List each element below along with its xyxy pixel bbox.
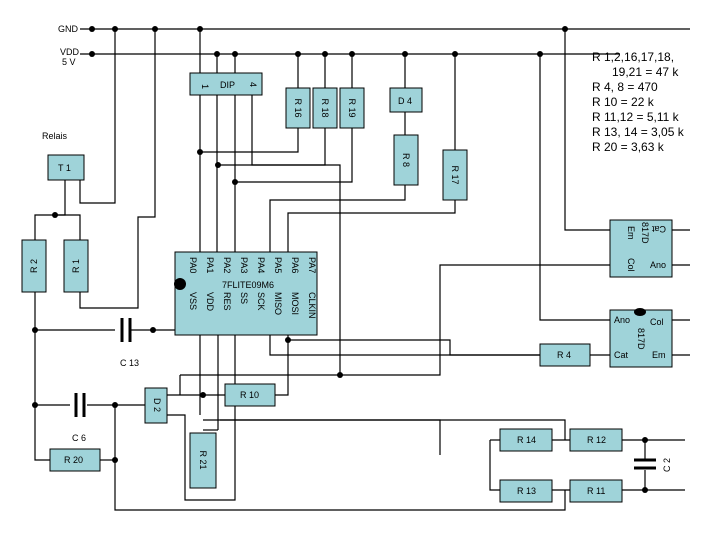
r16-label: R 16: [293, 98, 303, 117]
vdd-label: VDD: [60, 47, 80, 57]
gnd-label: GND: [58, 24, 79, 34]
r13-label: R 13: [517, 486, 536, 496]
optocoupler-1-labels: Cat 817D Em Col Ano: [626, 222, 666, 272]
legend-line-6: R 13, 14 = 3,05 k: [592, 125, 684, 139]
resistor-r1-box: [63, 239, 89, 293]
mcu-pin-pa2: PA2: [222, 257, 232, 273]
r4-label: R 4: [557, 350, 571, 360]
mcu-pin-pa1: PA1: [205, 257, 215, 273]
resistor-r12-box: [569, 428, 623, 452]
c6-label: C 6: [72, 433, 86, 443]
resistor-r4-box: [539, 343, 591, 367]
resistor-r21-box: [189, 432, 217, 489]
opto1-ano: Ano: [650, 260, 666, 270]
opto2-em: Em: [652, 350, 666, 360]
r11-label: R 11: [587, 486, 605, 496]
legend-line-1: R 1,2,16,17,18,: [592, 50, 675, 64]
junction-dots: [32, 26, 648, 493]
vdd-value-label: 5 V: [62, 57, 76, 67]
opto2-part: 817D: [636, 328, 646, 350]
r21-label: R 21: [198, 450, 208, 469]
mcu-pin-pa0: PA0: [188, 257, 198, 273]
r12-label: R 12: [587, 435, 606, 445]
legend-line-3: R 4, 8 = 470: [592, 80, 658, 94]
legend-line-5: R 11,12 = 5,11 k: [592, 110, 679, 124]
c2-label: C 2: [662, 458, 672, 472]
dip-label: DIP: [220, 80, 235, 90]
mcu-pin-sck: SCK: [256, 292, 266, 311]
opto2-cat: Cat: [614, 350, 629, 360]
d2-label: D 2: [152, 398, 162, 412]
r8-label: R 8: [401, 153, 411, 167]
mcu-pin-vss: VSS: [188, 292, 198, 310]
r19-label: R 19: [347, 98, 357, 117]
mcu-pin-clkin: CLKIN: [307, 292, 317, 319]
resistor-r18-box: [312, 87, 338, 129]
capacitor-c6: [74, 393, 86, 417]
mcu-pin-ss: SS: [239, 292, 249, 304]
resistor-r10-box: [224, 383, 276, 407]
resistor-legend: R 1,2,16,17,18, 19,21 = 47 k R 4, 8 = 47…: [592, 50, 684, 155]
capacitor-c13: [120, 318, 132, 342]
mcu-pin-pa7: PA7: [307, 257, 317, 273]
resistor-r11-box: [569, 479, 623, 503]
mcu-pin-mosi: MOSI: [290, 292, 300, 315]
r18-label: R 18: [320, 98, 330, 117]
mcu-name: 7FLITE09M6: [222, 280, 274, 290]
wires: [34, 28, 690, 511]
resistor-r19-box: [339, 87, 365, 129]
resistor-r16-box: [285, 87, 311, 129]
r2-label: R 2: [29, 259, 39, 273]
r14-label: R 14: [517, 435, 536, 445]
mcu-pin-pa6: PA6: [290, 257, 300, 273]
transistor-t1-box: [47, 154, 85, 181]
opto2-col: Col: [650, 317, 664, 327]
dip-pin4-label: 4: [248, 82, 258, 87]
optocoupler-2-marker: [634, 308, 646, 316]
opto1-em: Em: [626, 226, 636, 240]
opto1-part: 817D: [640, 222, 650, 244]
resistor-r20-box: [49, 448, 101, 472]
mcu-bottom-pins: VSS VDD RES SS SCK MISO MOSI CLKIN: [188, 292, 317, 319]
diode-d2-box: [144, 387, 168, 424]
legend-line-2: 19,21 = 47 k: [612, 65, 679, 79]
optocoupler-1-box: [609, 219, 673, 278]
optocoupler-2-box: [609, 309, 673, 368]
dip-pin1-label: 1: [200, 84, 210, 89]
opto1-col: Col: [626, 258, 636, 272]
mcu-top-pins: PA0 PA1 PA2 PA3 PA4 PA5 PA6 PA7: [188, 257, 317, 273]
r17-label: R 17: [450, 165, 460, 184]
mcu-pin-pa4: PA4: [256, 257, 266, 273]
dip-switch-box: [189, 72, 263, 96]
resistor-r13-box: [499, 479, 553, 503]
resistor-r2-box: [21, 239, 47, 293]
legend-line-7: R 20 = 3,63 k: [592, 140, 664, 154]
mcu-pin-vdd: VDD: [205, 292, 215, 312]
mcu-pin-miso: MISO: [273, 292, 283, 315]
relay-label: Relais: [42, 131, 68, 141]
resistor-r17-box: [442, 149, 468, 201]
capacitor-c2: [634, 458, 656, 470]
legend-line-4: R 10 = 22 k: [592, 95, 654, 109]
mcu-pin1-marker: [174, 278, 186, 290]
mcu-pin-pa5: PA5: [273, 257, 283, 273]
diode-d4-box: [389, 87, 423, 113]
resistor-r14-box: [499, 428, 553, 452]
opto1-cat: Cat: [651, 224, 666, 234]
r10-label: R 10: [240, 390, 259, 400]
mcu-box: [174, 251, 318, 336]
resistor-r8-box: [393, 134, 419, 186]
t1-label: T 1: [58, 163, 71, 173]
c13-label: C 13: [120, 358, 139, 368]
mcu-pin-res: RES: [222, 292, 232, 311]
r1-label: R 1: [71, 259, 81, 273]
opto2-ano: Ano: [614, 315, 630, 325]
mcu-pin-pa3: PA3: [239, 257, 249, 273]
r20-label: R 20: [64, 455, 83, 465]
d4-label: D 4: [398, 96, 412, 106]
optocoupler-2-labels: Ano Col 817D Cat Em: [614, 315, 666, 360]
